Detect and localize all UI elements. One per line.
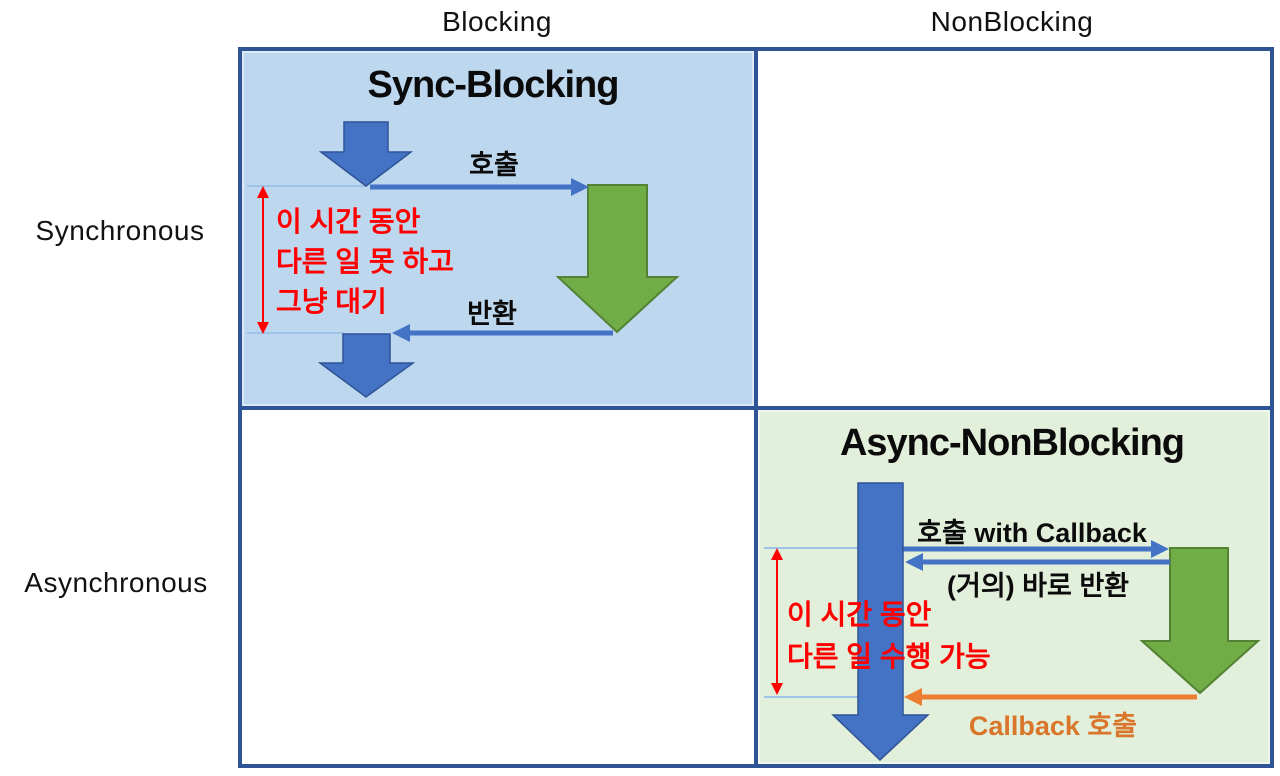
sb-note-line-2: 다른 일 못 하고 (276, 246, 454, 277)
sb-return-label: 반환 (467, 299, 517, 329)
anb-free-note: 이 시간 동안 다른 일 수행 가능 (787, 594, 991, 678)
anb-return-label: (거의) 바로 반환 (946, 571, 1130, 601)
matrix-grid (238, 47, 1274, 768)
sb-note-line-3: 그냥 대기 (276, 286, 387, 317)
anb-note-line-2: 다른 일 수행 가능 (787, 641, 991, 672)
col-header-nonblocking: NonBlocking (930, 6, 1094, 37)
async-nonblocking-title: Async-NonBlocking (839, 422, 1185, 464)
anb-call-label: 호출 with Callback (917, 518, 1147, 548)
cell-async-blocking (242, 410, 754, 764)
anb-note-line-1: 이 시간 동안 (787, 599, 932, 630)
sb-note-line-1: 이 시간 동안 (276, 206, 421, 237)
row-header-synchronous: Synchronous (35, 215, 205, 246)
cell-sync-nonblocking (758, 51, 1270, 406)
col-header-blocking: Blocking (442, 6, 552, 37)
anb-callback-label: Callback 호출 (968, 711, 1138, 741)
sb-call-label: 호출 (469, 150, 519, 180)
sb-wait-note: 이 시간 동안 다른 일 못 하고 그냥 대기 (276, 202, 454, 322)
sync-blocking-title: Sync-Blocking (367, 64, 620, 106)
row-header-asynchronous: Asynchronous (24, 567, 208, 598)
